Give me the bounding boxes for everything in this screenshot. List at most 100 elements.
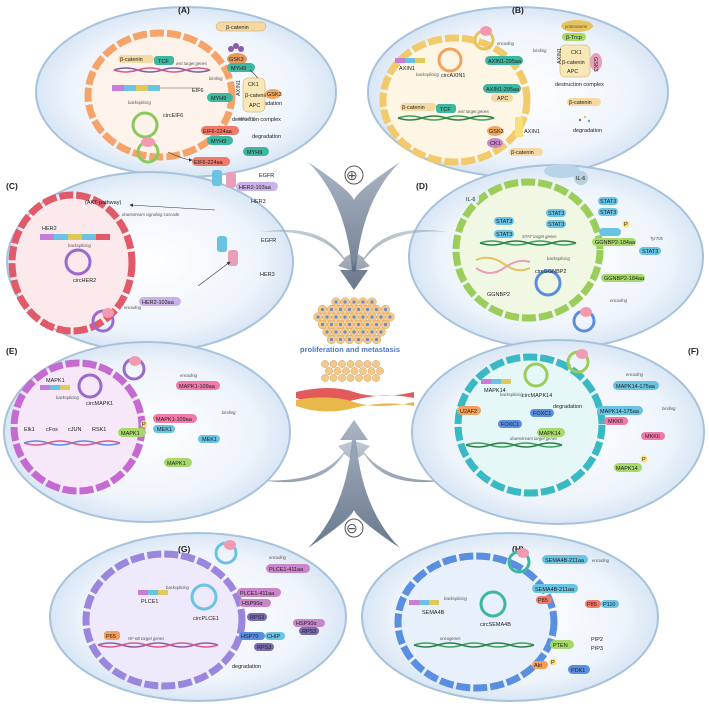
exon (50, 385, 60, 390)
node-label: P85 (587, 602, 597, 608)
node-label: P110 (603, 602, 615, 608)
tumor-cell-nucleus (370, 300, 374, 304)
protein-node (509, 148, 543, 156)
node-label: MKK6 (608, 419, 623, 425)
tumor-cell-nucleus (325, 330, 329, 334)
tumor-cell-nucleus (338, 307, 343, 312)
node-label: β-catenin (569, 100, 592, 106)
node-label: PLCE1 (141, 599, 158, 605)
node-label: AXIN1-295aa (486, 87, 520, 93)
minus-icon (344, 518, 364, 538)
node-label: RPS3 (250, 615, 264, 621)
plus-symbol: ⊕ (346, 167, 358, 183)
panel-label: (C) (6, 181, 18, 191)
node-label: MAPK1-109aa (179, 384, 216, 390)
protein-node (207, 136, 233, 145)
exon (415, 58, 425, 63)
protein-node (265, 632, 285, 640)
circrna (523, 362, 549, 388)
panel-label: (G) (178, 544, 190, 554)
circrna (64, 248, 92, 276)
exon (395, 58, 405, 63)
protein-node (215, 21, 267, 32)
metastasis-cell (321, 360, 329, 368)
protein-node (641, 432, 665, 440)
protein-node (239, 599, 271, 607)
node-label: IL-6 (576, 176, 585, 182)
protein-node (266, 564, 310, 573)
protein-node (227, 63, 255, 72)
tumor-cell-nucleus (370, 315, 374, 319)
protein-node (487, 138, 503, 148)
node-label: SEMA4B-211aa (545, 558, 585, 564)
node-label: backsplicing (166, 585, 189, 590)
node-label: GGNBP2-184aa (595, 240, 636, 246)
tumor-cell-nucleus (361, 300, 365, 304)
panel-label: (E) (6, 346, 18, 356)
node-label: APC (249, 103, 260, 109)
node-label: HER2-103aa (142, 300, 175, 306)
tumor-cell-nucleus (374, 307, 379, 312)
node-label: MEK1 (157, 427, 172, 433)
tumor-cell-nucleus (379, 330, 383, 334)
node-label: RSK1 (92, 427, 106, 433)
tumor-cell-nucleus (329, 337, 334, 342)
exon (54, 234, 68, 240)
node-label: MAPK14 (616, 466, 638, 472)
tumor-cell-nucleus (374, 322, 379, 327)
protein-node (118, 428, 146, 437)
fragment (587, 119, 591, 123)
node-label: CK1 (571, 50, 582, 56)
node-label: EGFR (259, 173, 274, 179)
tumor-cell-nucleus (370, 330, 374, 334)
node-label: encoding (592, 558, 610, 563)
node-label: backsplicing (56, 395, 79, 400)
metastasis-cell (342, 367, 350, 375)
receptor (226, 172, 236, 188)
protein-node (562, 33, 586, 41)
protein-node (237, 588, 281, 597)
protein-node (498, 420, 522, 428)
phospho-mark (622, 220, 630, 228)
protein-node (604, 417, 628, 425)
protein-node (491, 94, 513, 102)
metastasis-cells (321, 360, 384, 382)
node-label: encoding (626, 372, 644, 377)
metastasis-cell (359, 367, 367, 375)
node-label: AXIN1-295aa (488, 59, 522, 65)
protein-node (494, 230, 514, 238)
protein-node (485, 56, 523, 65)
nucleus (454, 353, 606, 497)
panel-d: (D) IL-6 IL-6 STAT3 STAT3 STAT target ge… (408, 164, 704, 350)
exon (409, 600, 419, 605)
tumor-cell-nucleus (383, 307, 388, 312)
protein-node (515, 117, 523, 137)
protein-node (568, 665, 590, 674)
fragment (578, 118, 582, 122)
node-label: HER3 (260, 272, 275, 278)
tumor-cell-nucleus (325, 315, 329, 319)
metastasis-cell (355, 360, 363, 368)
node-label: GSK3 (267, 92, 282, 98)
exon (158, 590, 168, 595)
node-label: PLCE1-411aa (269, 567, 304, 573)
node-label: backsplicing (416, 72, 439, 77)
node-label: backsplicing (128, 100, 151, 105)
node-label: circAXIN1 (441, 73, 465, 79)
protein-node (494, 217, 514, 225)
ligand (574, 171, 588, 185)
protein-node (247, 613, 267, 621)
arrow-right (352, 229, 448, 272)
metastasis-cell (321, 374, 329, 382)
circrna (437, 47, 463, 73)
tissue-layer (296, 397, 414, 412)
node-label: degradation (553, 404, 582, 410)
tumor-cell-nucleus (365, 337, 370, 342)
panel-a: (A) β-catenin GSK3 MYH9 degradation β-ca… (35, 5, 337, 178)
protein-node (601, 600, 619, 608)
metastasis-cell (346, 360, 355, 368)
arrow (129, 203, 216, 211)
panel-label: (F) (688, 346, 699, 356)
